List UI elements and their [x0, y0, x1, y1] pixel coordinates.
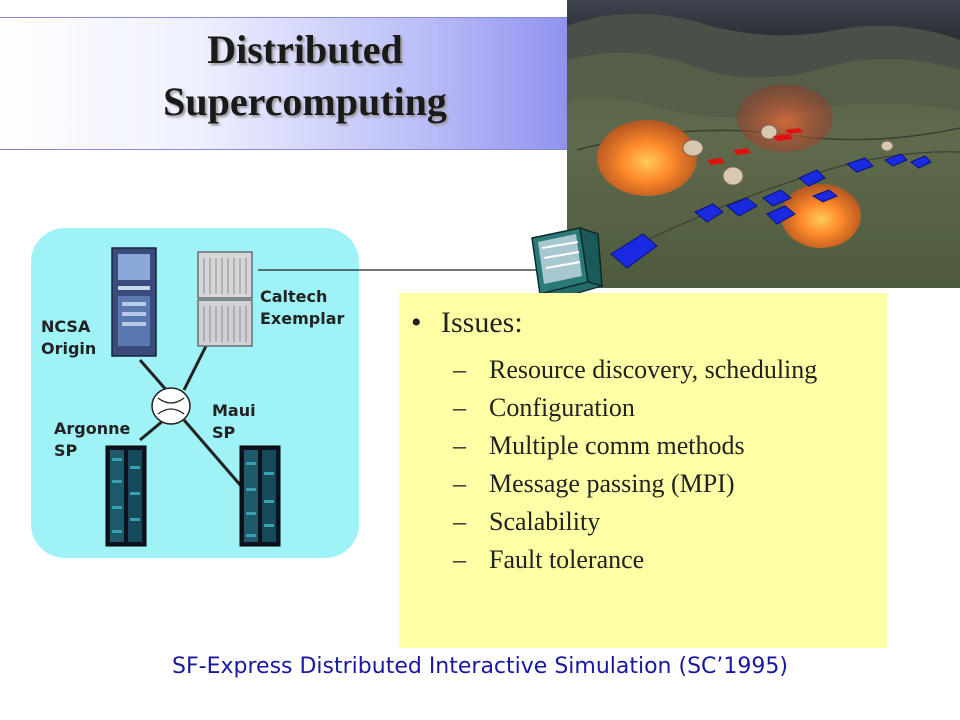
title-line-1: Distributed [207, 27, 403, 72]
issues-heading-text: Issues: [441, 306, 523, 339]
issues-box: • Issues: –Resource discovery, scheduling… [399, 293, 887, 648]
issues-heading: • Issues: [411, 305, 523, 341]
ncsa-origin-server-icon [111, 247, 157, 357]
link-maui [182, 419, 250, 495]
title-line-2: Supercomputing [163, 79, 447, 124]
caltech-exemplar-label: Caltech Exemplar [260, 287, 345, 328]
issue-item: –Fault tolerance [453, 545, 645, 574]
bullet-icon: • [411, 306, 422, 339]
workstation-display-icon [531, 226, 604, 301]
ncsa-origin-label: NCSA Origin [41, 317, 97, 358]
argonne-sp-server-icon [105, 445, 147, 547]
issue-item: –Scalability [453, 507, 601, 536]
caltech-exemplar-server-icon [197, 251, 253, 347]
maui-sp-server-icon [239, 445, 281, 547]
issue-list: –Resource discovery, scheduling –Configu… [453, 355, 879, 583]
link-argonne [139, 418, 165, 442]
slide-title: Distributed Supercomputing [0, 24, 610, 128]
argonne-sp-label: Argonne SP [54, 419, 131, 460]
slide-caption: SF-Express Distributed Interactive Simul… [172, 654, 788, 679]
network-switch-icon [151, 387, 191, 425]
issue-item: –Multiple comm methods [453, 431, 745, 460]
maui-sp-label: Maui SP [212, 401, 256, 442]
issue-item: –Configuration [453, 393, 635, 422]
title-banner [0, 17, 570, 150]
link-caltech [182, 345, 208, 391]
simulation-terrain-image [567, 0, 960, 288]
link-ncsa [138, 359, 170, 393]
network-panel [31, 228, 359, 558]
issue-item: –Message passing (MPI) [453, 469, 735, 498]
issue-item: –Resource discovery, scheduling [453, 355, 818, 384]
